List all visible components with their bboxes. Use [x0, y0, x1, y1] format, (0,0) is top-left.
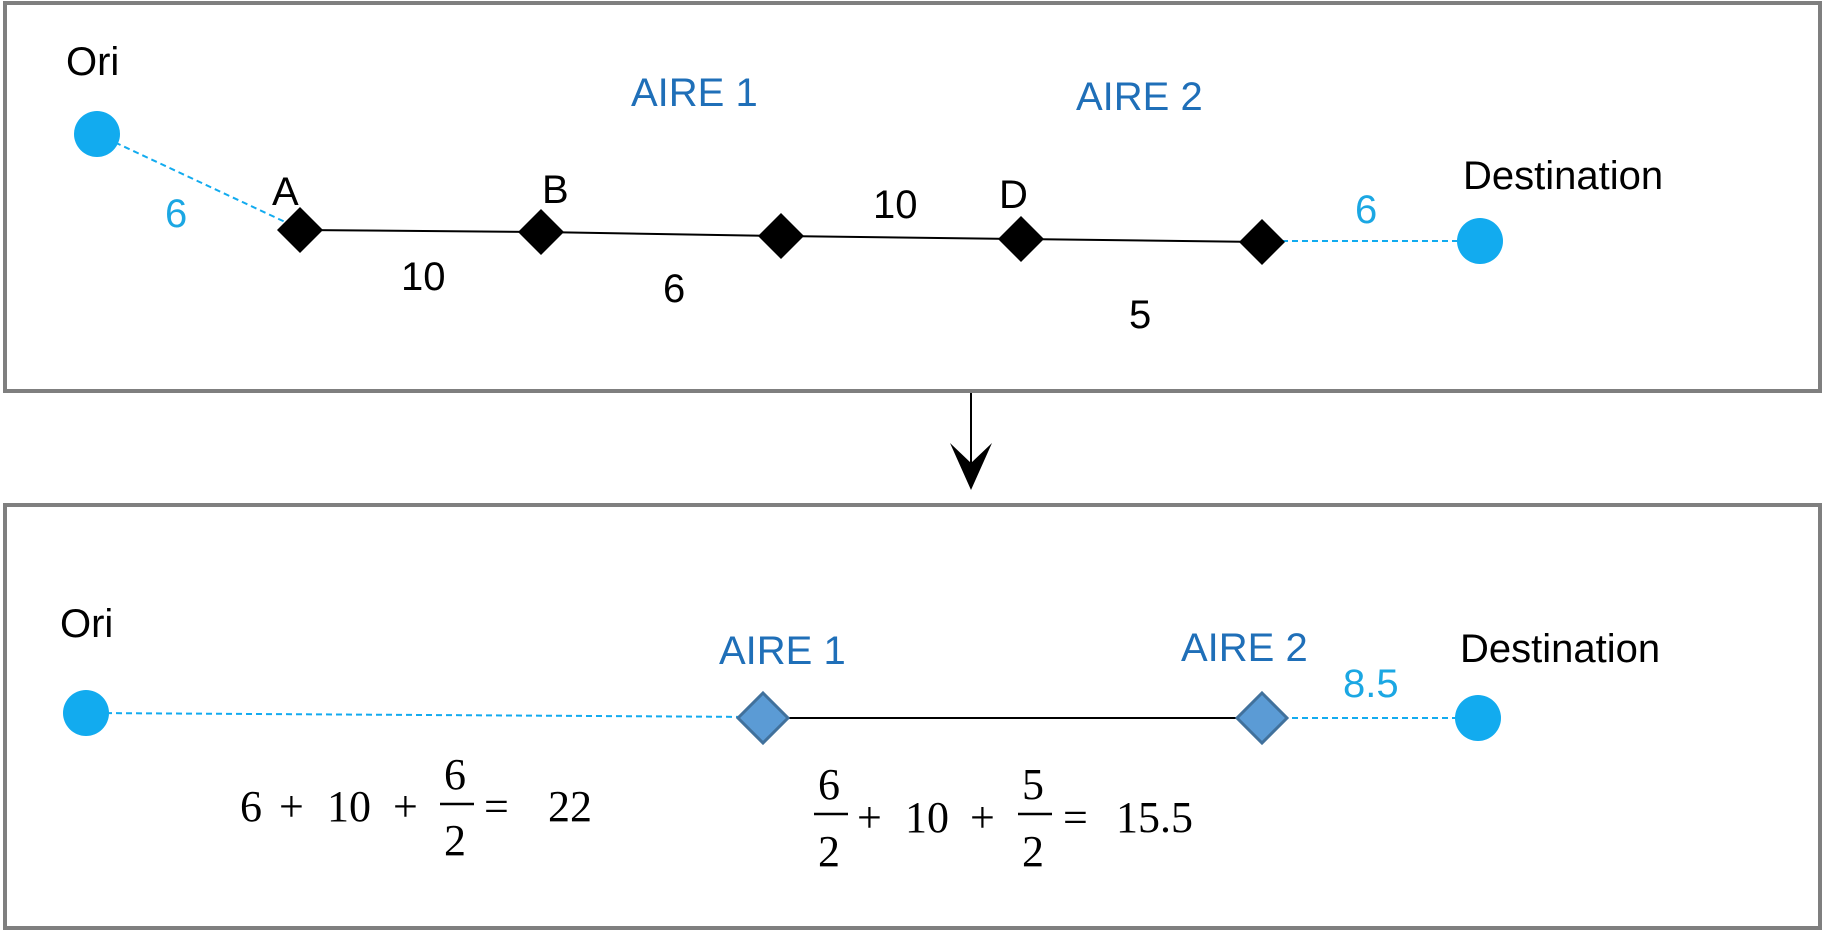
node-mid — [758, 213, 804, 259]
edge-a-b — [299, 229, 542, 233]
f1-numerator: 6 — [444, 750, 466, 799]
node-a — [277, 207, 323, 253]
destination-access-cost: 6 — [1355, 188, 1377, 232]
formula-aire1-to-aire2: 6 2 + 10 + 5 2 = 15.5 — [814, 760, 1193, 876]
f2-op2: + — [970, 793, 995, 842]
bottom-origin-link — [85, 712, 764, 718]
top-origin-label: Ori — [66, 40, 119, 84]
node-b-label: B — [542, 168, 569, 212]
aire1-node — [735, 690, 791, 746]
edge-b-mid — [540, 231, 782, 237]
edge-mid-d — [780, 235, 1022, 240]
f2-numerator1: 6 — [818, 760, 840, 809]
edge-a-b-cost: 10 — [401, 255, 446, 299]
bottom-destination-cost: 8.5 — [1343, 662, 1399, 706]
f2-denominator2: 2 — [1022, 827, 1044, 876]
aire2-node — [1234, 690, 1290, 746]
bottom-origin-label: Ori — [60, 602, 113, 646]
top-destination-label: Destination — [1463, 154, 1663, 198]
edge-mid-d-cost: 10 — [873, 183, 918, 227]
node-d-label: D — [999, 173, 1028, 217]
edge-d-end-cost: 5 — [1129, 293, 1151, 337]
edge-d-end — [1020, 238, 1263, 243]
origin-access-link — [96, 133, 299, 229]
f2-result: 15.5 — [1116, 793, 1193, 842]
bottom-destination-node — [1455, 695, 1501, 741]
node-b — [518, 209, 564, 255]
f1-denominator: 2 — [444, 816, 466, 865]
destination-node — [1457, 218, 1503, 264]
f1-result: 22 — [548, 782, 592, 831]
f2-term2: 10 — [905, 793, 949, 842]
node-end — [1239, 219, 1285, 265]
f2-numerator2: 5 — [1022, 760, 1044, 809]
f1-op1: + — [279, 782, 304, 831]
top-aire2-label: AIRE 2 — [1076, 75, 1203, 119]
bottom-panel-frame — [3, 503, 1822, 930]
f2-op1: + — [857, 793, 882, 842]
edge-b-mid-cost: 6 — [663, 267, 685, 311]
node-a-label: A — [272, 170, 299, 214]
top-aire1-label: AIRE 1 — [631, 71, 758, 115]
f1-term2: 10 — [327, 782, 371, 831]
bottom-aire1-label: AIRE 1 — [719, 629, 846, 673]
f1-op2: + — [393, 782, 418, 831]
transform-arrow-head — [950, 443, 992, 490]
f1-term1: 6 — [240, 782, 262, 831]
bottom-destination-label: Destination — [1460, 627, 1660, 671]
formula-origin-to-aire1: 6 + 10 + 6 2 = 22 — [240, 750, 592, 865]
top-panel-frame — [3, 1, 1822, 393]
bottom-aire2-label: AIRE 2 — [1181, 626, 1308, 670]
f1-equals: = — [484, 782, 509, 831]
f2-denominator1: 2 — [818, 827, 840, 876]
bottom-origin-node — [63, 690, 109, 736]
f2-equals: = — [1063, 793, 1088, 842]
origin-node — [74, 111, 120, 157]
node-d — [998, 216, 1044, 262]
origin-access-cost: 6 — [165, 192, 187, 236]
